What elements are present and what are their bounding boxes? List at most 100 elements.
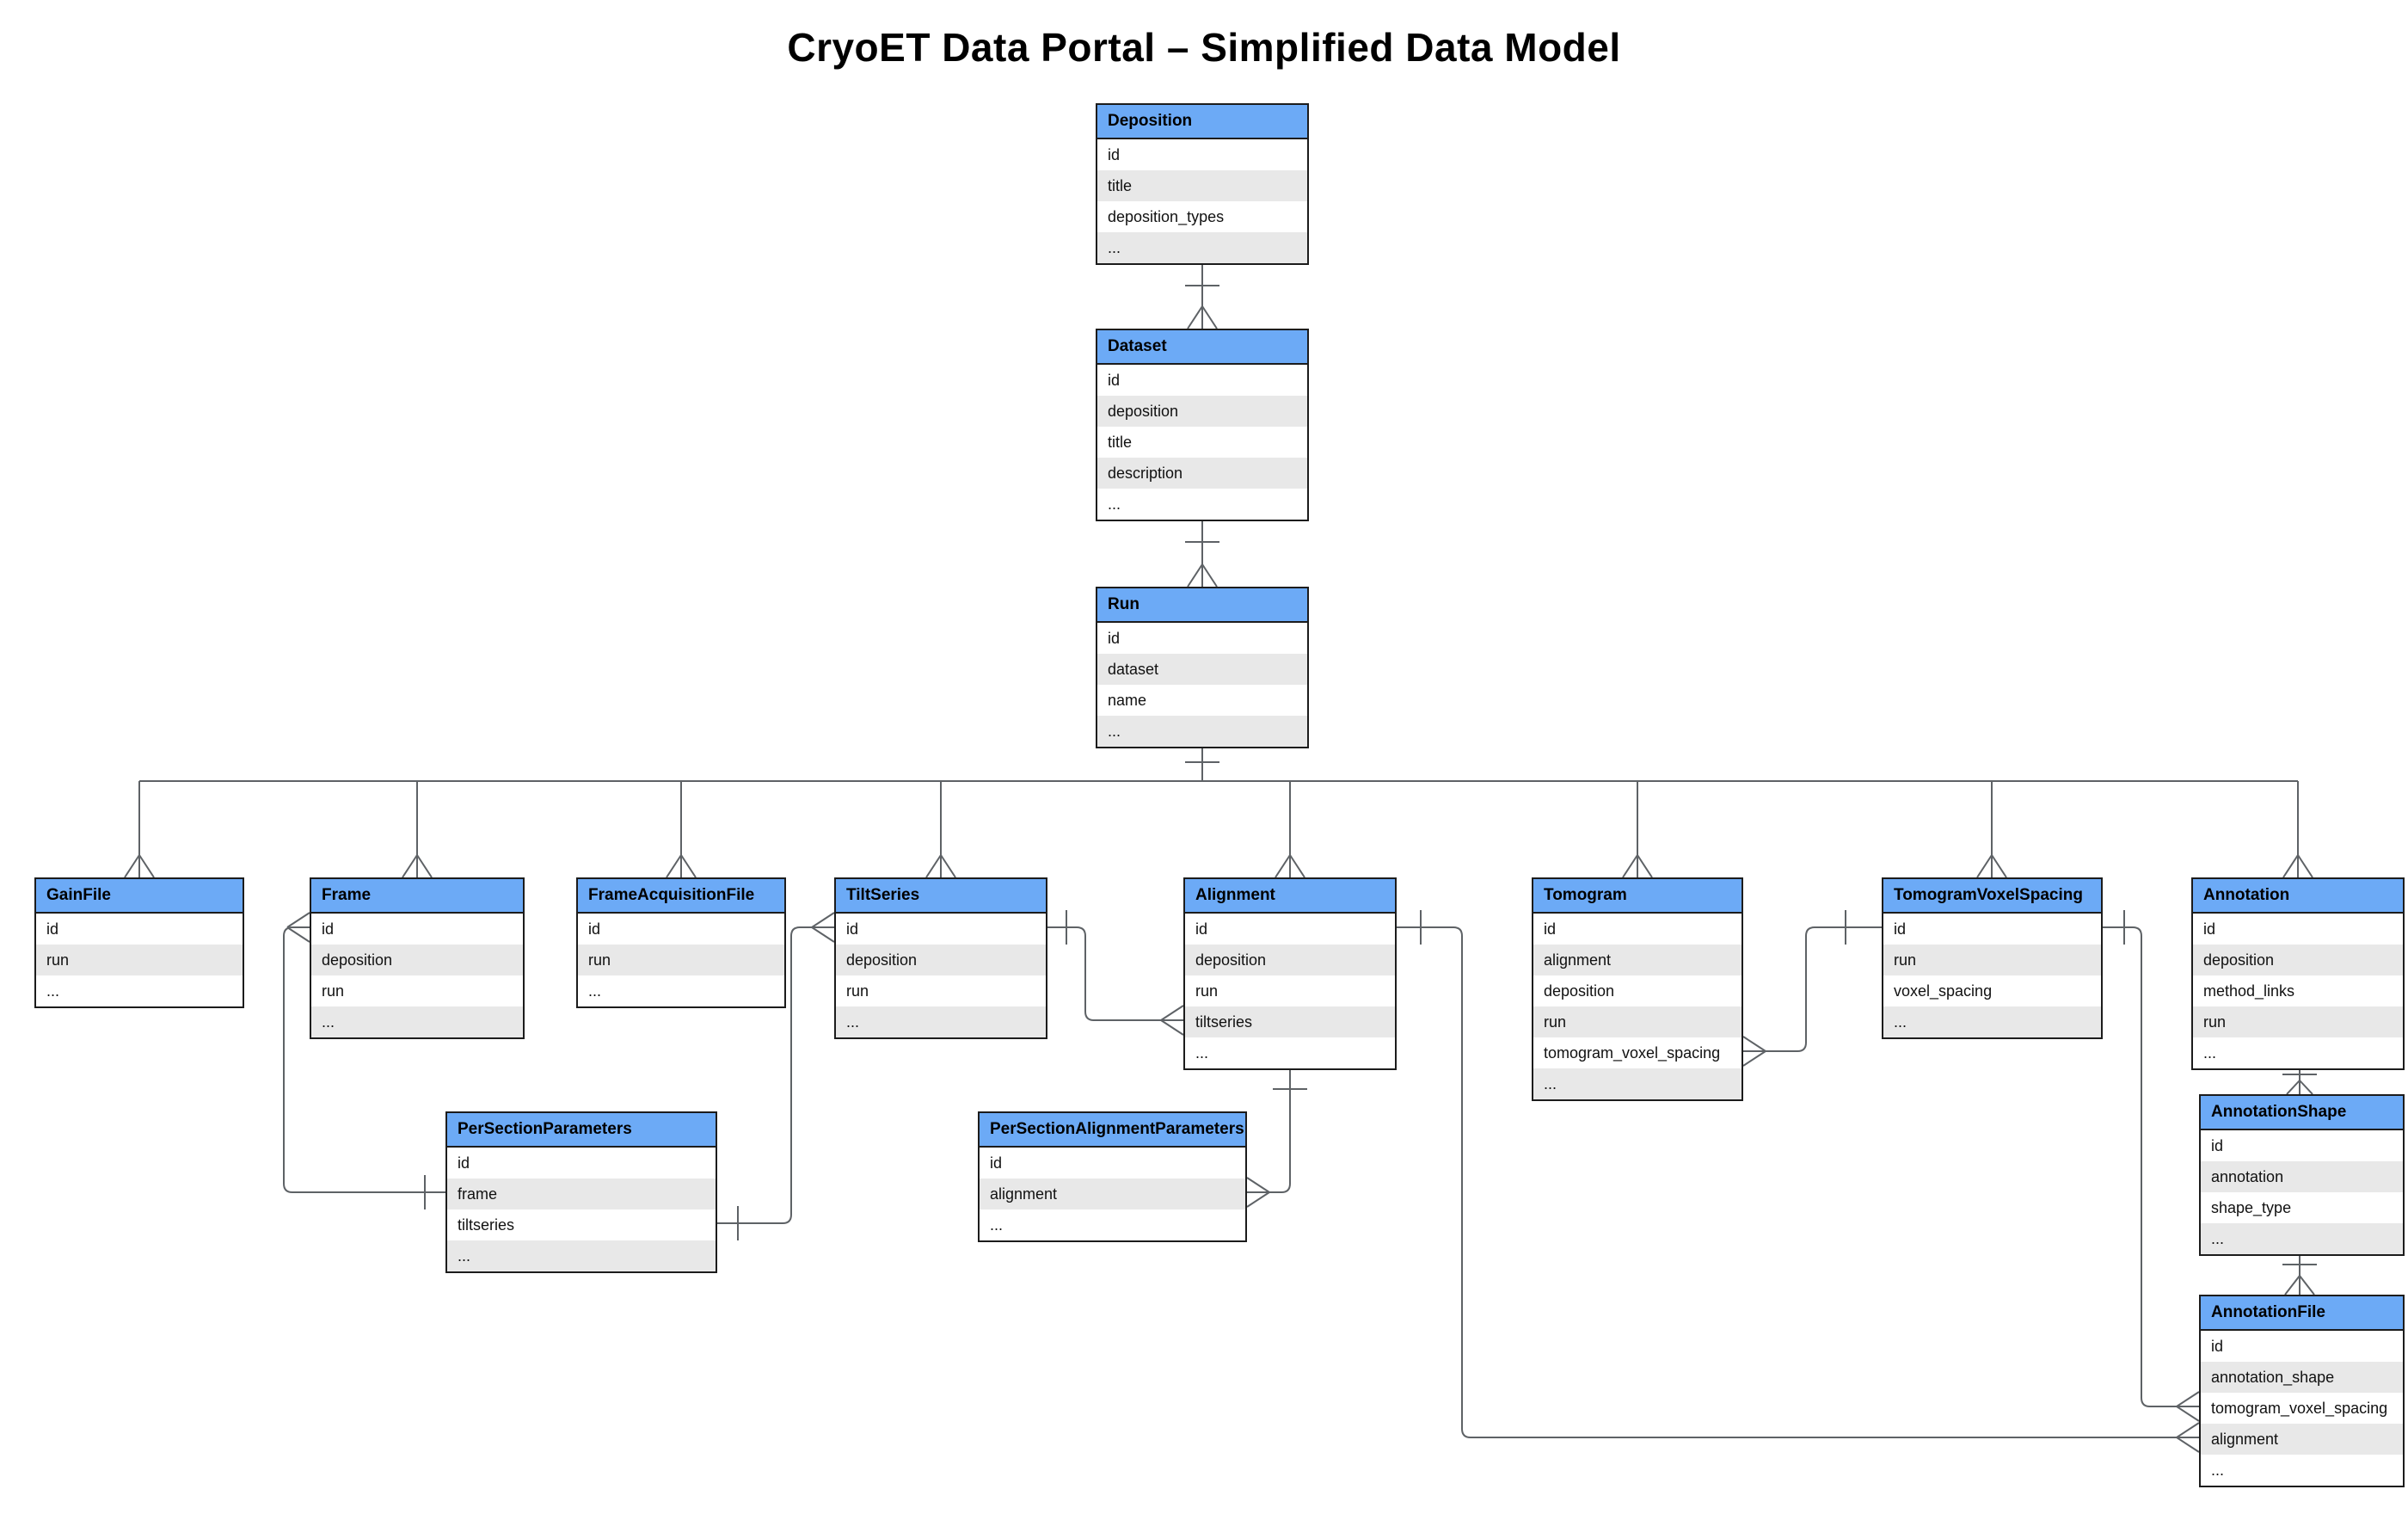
entity-field: ... [2201, 1223, 2403, 1254]
connector-segment [1160, 1005, 1184, 1021]
entity-field: deposition [1533, 975, 1742, 1006]
connector-segment [2299, 1080, 2313, 1095]
connector-TiltSeries.id-to-Alignment.tiltseries [1047, 926, 1183, 1021]
entity-field: ... [1533, 1068, 1742, 1099]
connector-segment [2176, 1422, 2200, 1438]
entity-field: deposition [1185, 945, 1395, 975]
entity-field: id [1097, 139, 1307, 170]
entity-title: FrameAcquisitionFile [578, 879, 784, 914]
entity-field: id [578, 914, 784, 945]
connector-segment [124, 854, 140, 878]
connector-segment [2282, 854, 2299, 878]
entity-field: frame [447, 1179, 716, 1209]
entity-field: ... [447, 1240, 716, 1271]
entity-field: id [1533, 914, 1742, 945]
connector-segment [2299, 1275, 2315, 1296]
entity-field: ... [36, 975, 243, 1006]
entity-field: tiltseries [1185, 1006, 1395, 1037]
entity-field: alignment [1533, 945, 1742, 975]
connector-segment [1289, 854, 1305, 878]
entity-field: title [1097, 170, 1307, 201]
entity-field: id [1185, 914, 1395, 945]
connector-Alignment-to-PerSectionAlignmentParameters.alignment [1247, 1067, 1291, 1193]
entity-field: run [1883, 945, 2101, 975]
connector-segment [2176, 1437, 2200, 1453]
entity-title: Dataset [1097, 330, 1307, 365]
entity-field: voxel_spacing [1883, 975, 2101, 1006]
connector-segment [811, 912, 835, 928]
connector-segment [286, 912, 310, 928]
entity-title: Run [1097, 588, 1307, 623]
entity-field: run [836, 975, 1046, 1006]
entity-field: id [2193, 914, 2403, 945]
connector-segment [1742, 1036, 1766, 1052]
entity-field: ... [1097, 232, 1307, 263]
entity-field: dataset [1097, 654, 1307, 685]
connector-segment [1246, 1177, 1270, 1193]
entity-field: deposition [836, 945, 1046, 975]
connector-segment [2176, 1391, 2200, 1407]
entity-field: shape_type [2201, 1192, 2403, 1223]
entity-title: TomogramVoxelSpacing [1883, 879, 2101, 914]
entity-title: TiltSeries [836, 879, 1046, 914]
connector-segment [1976, 854, 1993, 878]
connector-segment [1187, 305, 1203, 329]
entity-field: title [1097, 427, 1307, 458]
entity-field: id [1097, 365, 1307, 396]
entity-field: id [836, 914, 1046, 945]
entity-field: annotation_shape [2201, 1362, 2403, 1393]
entity-field: run [2193, 1006, 2403, 1037]
entity-field: ... [578, 975, 784, 1006]
entity-field: ... [2201, 1455, 2403, 1486]
entity-title: PerSectionAlignmentParameters [980, 1113, 1245, 1148]
connector-segment [1187, 563, 1203, 588]
entity-field: deposition [1097, 396, 1307, 427]
entity-title: Annotation [2193, 879, 2403, 914]
entity-field: run [578, 945, 784, 975]
connector-TomogramVoxelSpacing.id-to-AnnotationFile.tomogram_voxel_spacing [2103, 926, 2199, 1407]
entity-title: PerSectionParameters [447, 1113, 716, 1148]
connector-segment [1246, 1191, 1270, 1208]
entity-title: AnnotationFile [2201, 1296, 2403, 1331]
entity-field: run [36, 945, 243, 975]
connector-segment [940, 854, 956, 878]
entity-field: id [447, 1148, 716, 1179]
entity-field: tiltseries [447, 1209, 716, 1240]
connector-segment [925, 854, 942, 878]
connector-segment [1622, 854, 1638, 878]
connector-segment [1275, 854, 1291, 878]
entity-field: id [2201, 1331, 2403, 1362]
entity-field: alignment [980, 1179, 1245, 1209]
entity-field: tomogram_voxel_spacing [2201, 1393, 2403, 1424]
entity-field: deposition [2193, 945, 2403, 975]
entity-field: ... [1097, 489, 1307, 520]
entity-field: ... [311, 1006, 523, 1037]
connector-segment [1742, 1050, 1766, 1067]
entity-title: Alignment [1185, 879, 1395, 914]
entity-field: annotation [2201, 1161, 2403, 1192]
connector-segment [286, 926, 310, 943]
connector-segment [1991, 854, 2007, 878]
entity-field: ... [1097, 716, 1307, 747]
connector-segment [811, 926, 835, 943]
connector-segment [1160, 1019, 1184, 1036]
entity-field: name [1097, 685, 1307, 716]
connector-PerSectionParameters.tiltseries-to-TiltSeries.id [717, 926, 834, 1224]
entity-field: id [36, 914, 243, 945]
connector-TomogramVoxelSpacing.id-to-Tomogram.tomogram_voxel_spacing [1743, 926, 1882, 1052]
diagram-title: CryoET Data Portal – Simplified Data Mod… [787, 25, 1621, 70]
connector-segment [666, 854, 682, 878]
entity-field: deposition_types [1097, 201, 1307, 232]
